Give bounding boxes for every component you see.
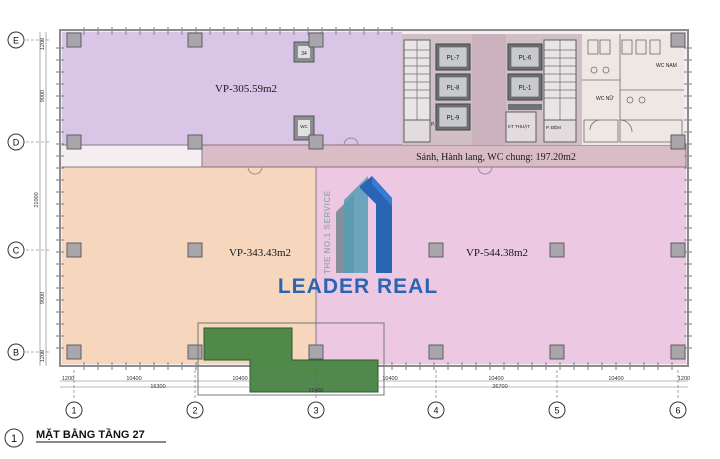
dim-left-4: 1200: [40, 350, 46, 362]
grid-bubble-C: [7, 241, 25, 259]
grid-bubble-3: [307, 401, 325, 419]
grid-label-B: B: [13, 348, 19, 358]
grid-bubble-D: [7, 133, 25, 151]
dim-left-1: 1200: [40, 38, 46, 50]
shaft-wc-label: WC: [300, 124, 308, 129]
structural-column: [187, 134, 203, 150]
title-text: MẶT BẰNG TẦNG 27: [36, 428, 145, 441]
structural-column: [187, 32, 203, 48]
lift-label: PL-7: [447, 56, 460, 62]
label-office-right: VP-544.38m2: [466, 247, 528, 259]
structural-column: [66, 242, 82, 258]
terrace: [197, 322, 385, 396]
label-office-left: VP-343.43m2: [229, 247, 291, 259]
shaft-34-label: 34: [301, 51, 307, 57]
lift-pl-7: PL-7: [435, 43, 471, 71]
dim-bottom-total-mid: 11400: [309, 388, 324, 394]
zone-office-top-left: [62, 32, 402, 145]
lift-label: PL-8: [447, 86, 460, 92]
dim-bottom-3: 10400: [232, 376, 247, 382]
structural-column: [187, 242, 203, 258]
dim-bottom-total-left: 16300: [150, 384, 165, 390]
smoke-room-right: [543, 119, 577, 143]
dim-bottom-2: 10400: [126, 376, 141, 382]
structural-column: [670, 242, 686, 258]
grid-bubble-1: [65, 401, 83, 419]
structural-column: [66, 344, 82, 360]
structural-column: [66, 32, 82, 48]
structural-column: [549, 344, 565, 360]
dim-bottom-1: 1200: [62, 376, 74, 382]
grid-label-3: 3: [313, 406, 318, 416]
grid-label-4: 4: [433, 406, 438, 416]
structural-column: [66, 134, 82, 150]
grid-label-6: 6: [675, 406, 680, 416]
dim-bottom-7: 1200: [678, 376, 690, 382]
watermark-logo: THE NO.1 SERVICE LEADER REAL: [278, 176, 438, 298]
columns: [66, 32, 686, 360]
structural-column: [670, 32, 686, 48]
lift-label: PL-6: [519, 56, 532, 62]
structural-column: [549, 242, 565, 258]
lift-pl-1: PL-1: [507, 73, 543, 101]
doors: [247, 137, 493, 175]
structural-column: [308, 344, 324, 360]
label-office-top-left: VP-305.59m2: [215, 83, 277, 95]
structural-column: [670, 344, 686, 360]
grid-label-2: 2: [192, 406, 197, 416]
label-common-area: Sảnh, Hành lang, WC chung: 197.20m2: [416, 152, 576, 163]
logo-building-teal: [344, 176, 368, 273]
dim-left-total: 21000: [34, 192, 40, 207]
grid-label-D: D: [13, 138, 20, 148]
logo-tagline: THE NO.1 SERVICE: [323, 190, 332, 274]
core-hall: [472, 34, 506, 145]
dim-left-2: 9000: [40, 90, 46, 102]
terrace-green: [203, 327, 379, 393]
grid-bubble-E: [7, 31, 25, 49]
dim-bottom-4: 10400: [382, 376, 397, 382]
wc-area: [582, 34, 684, 145]
grid-label-E: E: [13, 36, 19, 46]
title-number-bubble: [4, 428, 24, 448]
wc-male-label: WC NAM: [656, 63, 677, 69]
structural-column: [308, 134, 324, 150]
smoke-room-left: [403, 119, 431, 143]
grid-bubble-4: [427, 401, 445, 419]
dim-bottom-5: 10400: [488, 376, 503, 382]
grid-label-5: 5: [554, 406, 559, 416]
grid-label-1: 1: [71, 406, 76, 416]
dim-left-3: 9000: [40, 292, 46, 304]
lift-pl-9: PL-9: [435, 103, 471, 131]
drawing-title: 1 MẶT BẰNG TẦNG 27: [4, 428, 166, 448]
dim-bottom-total-right: 26700: [492, 384, 507, 390]
wc-female-label: WC NỮ: [596, 95, 614, 102]
lift-label: PL-1: [519, 86, 532, 92]
structural-column: [428, 344, 444, 360]
grid-bubble-6: [669, 401, 687, 419]
terrace-outline: [197, 322, 385, 396]
grid-bubble-2: [186, 401, 204, 419]
logo-brand: LEADER REAL: [278, 275, 438, 298]
dim-bottom-6: 10400: [608, 376, 623, 382]
logo-building-blue: [360, 176, 392, 273]
structural-column: [428, 242, 444, 258]
wc-details: [582, 34, 684, 143]
technical-room-label: KT THUẬT: [508, 123, 530, 129]
structural-column: [670, 134, 686, 150]
technical-room: [505, 111, 537, 143]
title-number: 1: [11, 433, 17, 445]
structural-column: [308, 32, 324, 48]
core-elements: P. ĐỆM PL-7PL-8PL-9 PL-6PL-1 KT THUẬT P.…: [293, 39, 577, 143]
lift-pl-6: PL-6: [507, 43, 543, 71]
dimensions: 1200 9000 9000 1200 21000 1200 10400 104…: [34, 32, 690, 394]
grid-label-C: C: [13, 246, 20, 256]
lift-label: PL-9: [447, 116, 460, 122]
grid-bubble-B: [7, 343, 25, 361]
smoke-room-right-label: P. ĐỆM: [546, 123, 561, 130]
structural-column: [187, 344, 203, 360]
grid-bubble-5: [548, 401, 566, 419]
lift-pl-8: PL-8: [435, 73, 471, 101]
